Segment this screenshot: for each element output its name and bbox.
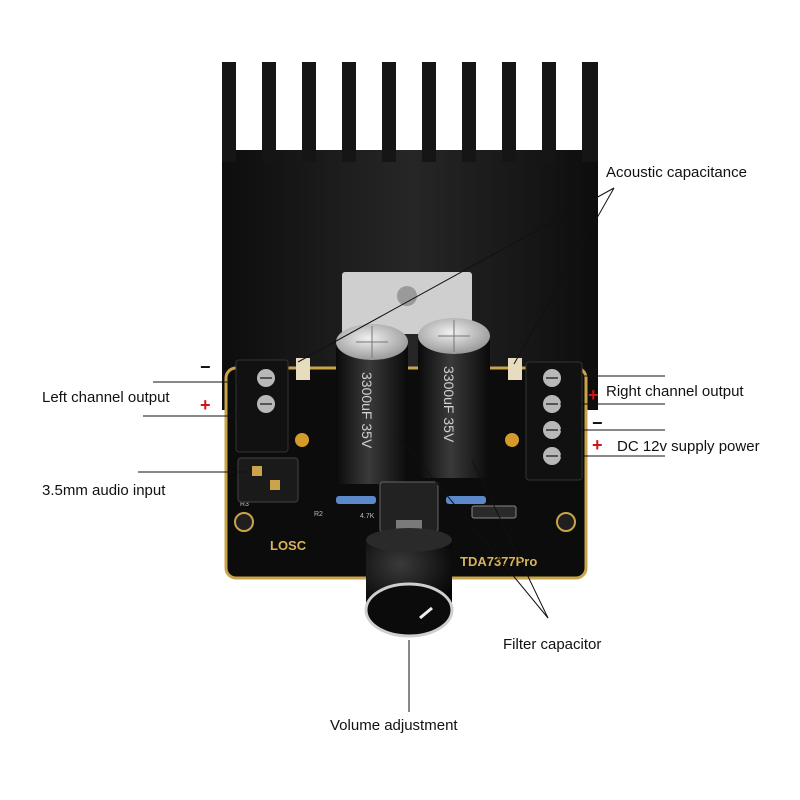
label-right-channel-output: Right channel output [606,383,744,400]
heatsink [222,62,598,410]
right-terminal-block [525,361,583,481]
right-minus-sign: − [588,359,599,379]
ref-r2: R2 [314,511,323,518]
board-model: TDA7377Pro [460,554,537,569]
capacitor-right-text: 3300uF 35V [441,366,457,443]
leader-lines [138,187,665,712]
board-brand: LOSC [270,538,307,553]
left-minus-sign: − [200,357,211,377]
left-terminal-block [235,359,289,453]
ceramic-capacitor [505,433,519,447]
filter-capacitor-left: 3300uF 35V [336,324,408,484]
resistor [446,496,486,504]
label-volume-adjustment: Volume adjustment [330,717,458,734]
power-plus-sign: + [592,435,603,455]
acoustic-capacitor-left [296,358,310,380]
acoustic-capacitor-right [508,358,522,380]
audio-jack [237,457,299,503]
filter-capacitor-right: 3300uF 35V [418,318,490,478]
label-dc-supply-power: DC 12v supply power [617,438,760,455]
right-plus-sign: + [588,385,599,405]
power-minus-sign: − [592,413,603,433]
capacitor-left-text: 3300uF 35V [359,372,375,449]
volume-knob [364,528,454,638]
resistor: 4.7K [336,496,376,520]
label-acoustic-capacitance: Acoustic capacitance [606,164,747,181]
label-filter-capacitor: Filter capacitor [503,636,602,653]
resistor-label: 4.7K [360,513,375,520]
left-plus-sign: + [200,395,211,415]
amplifier-chip [342,272,472,334]
ceramic-capacitor [295,433,309,447]
heatsink-fins [222,62,598,162]
diode [471,505,517,519]
label-audio-input: 3.5mm audio input [42,482,166,499]
ref-r3: R3 [240,501,249,508]
label-left-channel-output: Left channel output [42,389,170,406]
